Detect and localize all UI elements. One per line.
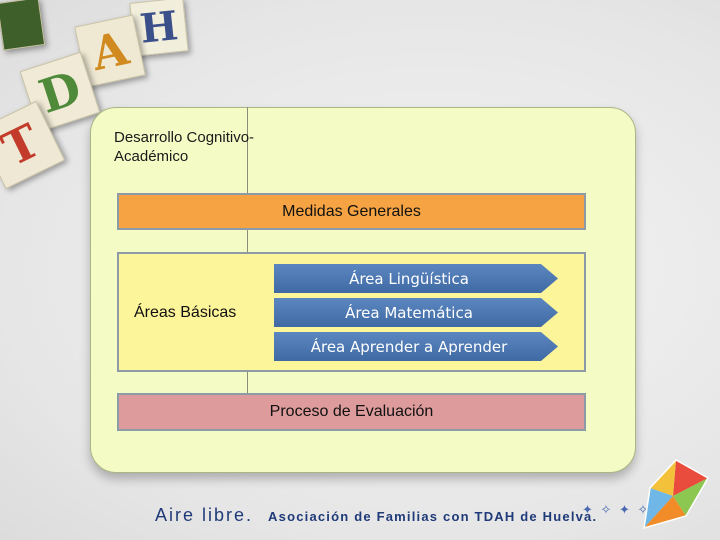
footer-brand: Aire libre.: [155, 505, 254, 525]
area-aprender-label: Área Aprender a Aprender: [310, 337, 508, 356]
areas-basicas-label: Áreas Básicas: [134, 304, 237, 321]
medidas-generales-label: Medidas Generales: [282, 202, 421, 220]
footer-organization: Asociación de Familias con TDAH de Huelv…: [268, 509, 598, 524]
diagram-heading: Desarrollo Cognitivo-Académico: [114, 129, 255, 165]
kite-logo-icon: [643, 459, 710, 530]
area-linguistica-arrow: Área Lingüística: [274, 264, 558, 293]
area-aprender-arrow: Área Aprender a Aprender: [274, 332, 558, 361]
area-matematica-label: Área Matemática: [345, 303, 473, 322]
green-block: [0, 0, 46, 51]
medidas-generales-box: Medidas Generales: [117, 193, 586, 230]
proceso-evaluacion-label: Proceso de Evaluación: [269, 403, 434, 420]
vertical-connector-line: [247, 107, 248, 395]
sparkle-icon: ✦ ✧ ✦ ✧: [582, 502, 651, 517]
proceso-evaluacion-box: Proceso de Evaluación: [117, 393, 586, 431]
area-linguistica-label: Área Lingüística: [349, 269, 469, 288]
footer: Aire libre. Asociación de Familias con T…: [155, 505, 597, 526]
area-matematica-arrow: Área Matemática: [274, 298, 558, 327]
